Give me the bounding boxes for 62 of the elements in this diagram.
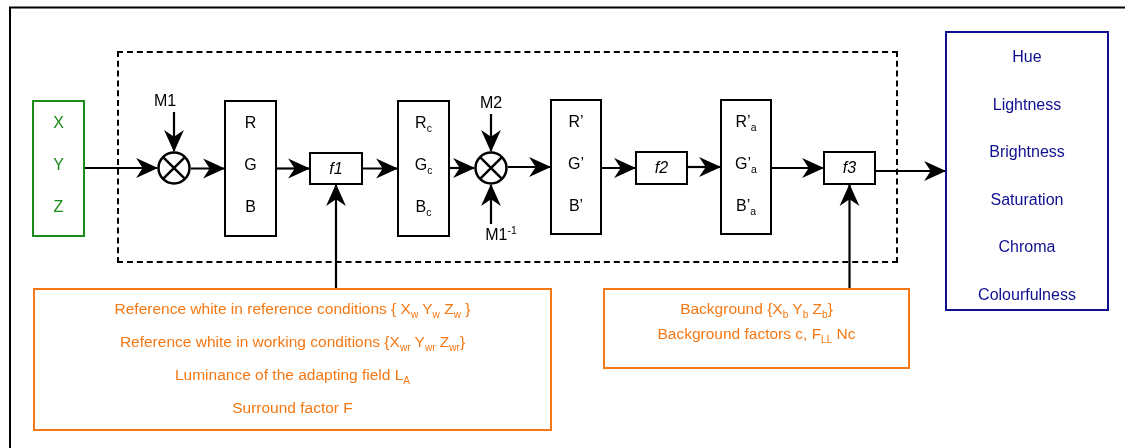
component-label: R xyxy=(243,113,258,133)
component-label: X xyxy=(52,113,65,133)
component-label: B’$_{a}$ xyxy=(735,196,757,220)
arrow xyxy=(363,158,399,179)
parameter-text: Background factors c, F$_{LL}$ Nc xyxy=(656,324,857,346)
multiplier-circle xyxy=(157,151,191,185)
process-box xyxy=(720,99,772,235)
parameter-text: Reference white in reference conditions { X$_{w}$ Y$_{w}$ Z$_{w}$ } xyxy=(113,299,472,323)
arrow xyxy=(450,158,476,178)
arrow xyxy=(876,161,947,181)
function-name: f3 xyxy=(842,159,857,177)
arrow xyxy=(602,158,637,178)
function-box xyxy=(635,151,688,185)
attribute-text: Saturation xyxy=(989,189,1065,210)
multiplier-circle xyxy=(474,151,508,185)
component-label: G’ xyxy=(567,154,585,174)
attribute-text: Brightness xyxy=(988,142,1066,163)
function-box xyxy=(309,152,363,185)
parameter-text: Background {X$_{b}$ Y$_{b}$ Z$_{b}$} xyxy=(679,299,834,321)
matrix-label: M1$^{-1}$ xyxy=(475,224,527,246)
component-label: R$_{c}$ xyxy=(414,113,433,137)
component-label: Z xyxy=(52,197,65,217)
arrow xyxy=(772,158,825,178)
arrow xyxy=(481,114,501,153)
function-name: f2 xyxy=(654,159,669,177)
parameter-text: Reference white in working conditions {X$_{wr}$ Y$_{wr}$ Z$_{wr}$} xyxy=(118,332,467,356)
component-label: B$_{c}$ xyxy=(414,197,433,221)
function-box xyxy=(823,151,876,185)
parameter-text: Surround factor F xyxy=(231,398,354,418)
arrow xyxy=(277,158,311,179)
arrow xyxy=(839,183,860,288)
parameter-text: Luminance of the adapting field L$_{A}$ xyxy=(173,365,412,389)
attribute-text: Hue xyxy=(1011,47,1043,67)
arrow xyxy=(326,183,346,288)
arrow xyxy=(508,157,552,177)
component-label: B’ xyxy=(567,196,585,216)
component-label: R’$_{a}$ xyxy=(734,112,758,136)
input-box xyxy=(32,100,85,237)
parameter-box xyxy=(33,288,552,431)
attribute-text: Colourfulness xyxy=(977,284,1077,305)
dashed-group-box xyxy=(117,51,898,263)
process-box xyxy=(550,99,602,235)
component-label: R’ xyxy=(567,112,585,132)
output-box xyxy=(945,31,1109,311)
attribute-text: Lightness xyxy=(991,94,1063,115)
arrow xyxy=(481,183,501,224)
function-name: f1 xyxy=(329,159,343,178)
matrix-label: M2 xyxy=(471,92,511,114)
arrow xyxy=(688,157,722,177)
parameter-box xyxy=(603,288,910,369)
process-box xyxy=(397,100,450,237)
component-label: G$_{c}$ xyxy=(413,155,434,179)
arrow xyxy=(191,158,226,179)
attribute-text: Chroma xyxy=(997,237,1057,258)
arrow xyxy=(85,158,159,178)
component-label: B xyxy=(244,197,257,217)
arrow xyxy=(164,112,184,153)
component-label: G’$_{a}$ xyxy=(734,154,758,178)
component-label: G xyxy=(243,155,258,175)
component-label: Y xyxy=(52,155,65,175)
process-box xyxy=(224,100,277,237)
matrix-label: M1 xyxy=(145,90,185,112)
